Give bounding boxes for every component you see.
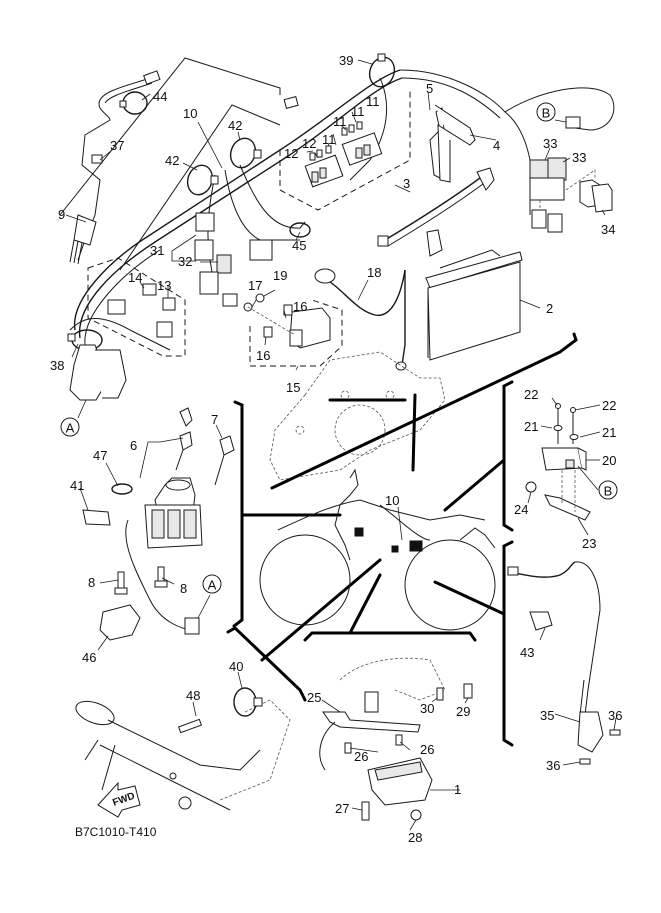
drawing-code: B7C1010-T410 [75,825,157,839]
callout-33-b: 33 [572,150,586,165]
callout-4: 4 [493,138,500,153]
callout-12-b: 12 [284,146,298,161]
callout-31: 31 [150,243,164,258]
callout-11-d: 11 [322,132,336,147]
motorcycle-overview [259,468,496,631]
fwd-arrow-icon: FWD [97,781,141,818]
svg-text:B: B [542,106,551,121]
callout-1: 1 [454,782,461,797]
callout-41: 41 [70,478,84,493]
callout-22-b: 22 [602,398,616,413]
callout-42-b: 42 [165,153,179,168]
svg-text:B: B [604,484,613,499]
callout-15: 15 [286,380,300,395]
callout-14: 14 [128,270,142,285]
callout-19: 19 [273,268,287,283]
callout-16-a: 16 [293,299,307,314]
callout-27: 27 [335,801,349,816]
callout-5: 5 [426,81,433,96]
battery-2 [425,249,523,361]
callout-26-a: 26 [354,749,368,764]
callout-30: 30 [420,701,434,716]
engine-outline [269,351,446,481]
callout-6: 6 [130,438,137,453]
callout-28: 28 [408,830,422,845]
callout-20: 20 [602,453,616,468]
callout-32: 32 [178,254,192,269]
callout-labels: 44 37 9 10 42 42 39 5 4 11 11 11 11 12 1… [50,53,622,845]
switch-35-group [507,561,621,765]
callout-36-a: 36 [608,708,622,723]
callout-11-c: 11 [333,114,347,129]
callout-45: 45 [292,238,306,253]
callout-48: 48 [186,688,200,703]
marker-b-top: B [536,102,567,123]
frame-outline [75,687,291,811]
fuse-group-13-14 [69,283,176,351]
callout-47: 47 [93,448,107,463]
callout-11-b: 11 [351,104,365,119]
callout-24: 24 [514,502,528,517]
callout-29: 29 [456,704,470,719]
callout-42-a: 42 [228,118,242,133]
callout-3: 3 [403,176,410,191]
marker-a-top: A [60,399,87,437]
callout-25: 25 [307,690,321,705]
starter-relay-box [249,299,343,367]
callout-16-b: 16 [256,348,270,363]
callout-9: 9 [58,207,65,222]
callout-36-b: 36 [546,758,560,773]
svg-text:A: A [66,421,75,436]
callout-40: 40 [229,659,243,674]
marker-b-bottom: B [598,480,618,500]
callout-38: 38 [50,358,64,373]
callout-43: 43 [520,645,534,660]
svg-text:A: A [208,578,217,593]
callout-10-top: 10 [183,106,197,121]
callout-44: 44 [153,89,167,104]
callout-39: 39 [339,53,353,68]
callout-46: 46 [82,650,96,665]
callout-23: 23 [582,536,596,551]
marker-a-bottom: A [202,574,222,594]
rectifier-group [319,657,473,821]
fuse-group-box [87,257,186,357]
callout-26-b: 26 [420,742,434,757]
reference-markers: A A B B [60,102,618,594]
callout-35: 35 [540,708,554,723]
main-switch-group [82,407,235,641]
starter-relay-15 [243,293,331,349]
callout-8-a: 8 [88,575,95,590]
hazard-relay-group [525,403,591,521]
callout-18: 18 [367,265,381,280]
callout-21-b: 21 [602,425,616,440]
leader-lines [65,59,617,831]
relay-group-33 [529,157,567,233]
callout-33-a: 33 [543,136,557,151]
sensor-a-shape [69,344,106,401]
callout-17: 17 [248,278,262,293]
callout-34: 34 [601,222,615,237]
fuse-box-1 [304,154,344,188]
harness-group [59,53,615,371]
callout-21-a: 21 [524,419,538,434]
callout-37: 37 [110,138,124,153]
callout-10-bottom: 10 [385,493,399,508]
relay-cover-34 [565,169,613,213]
callout-22-a: 22 [524,387,538,402]
callout-12-a: 12 [302,136,316,151]
fuse-icons [309,121,363,161]
callout-8-b: 8 [180,581,187,596]
fuse-box-2 [341,132,383,166]
callout-2: 2 [546,301,553,316]
callout-13: 13 [157,278,171,293]
callout-7: 7 [211,412,218,427]
bracket-lines [226,332,578,747]
callout-11-a: 11 [366,94,380,109]
